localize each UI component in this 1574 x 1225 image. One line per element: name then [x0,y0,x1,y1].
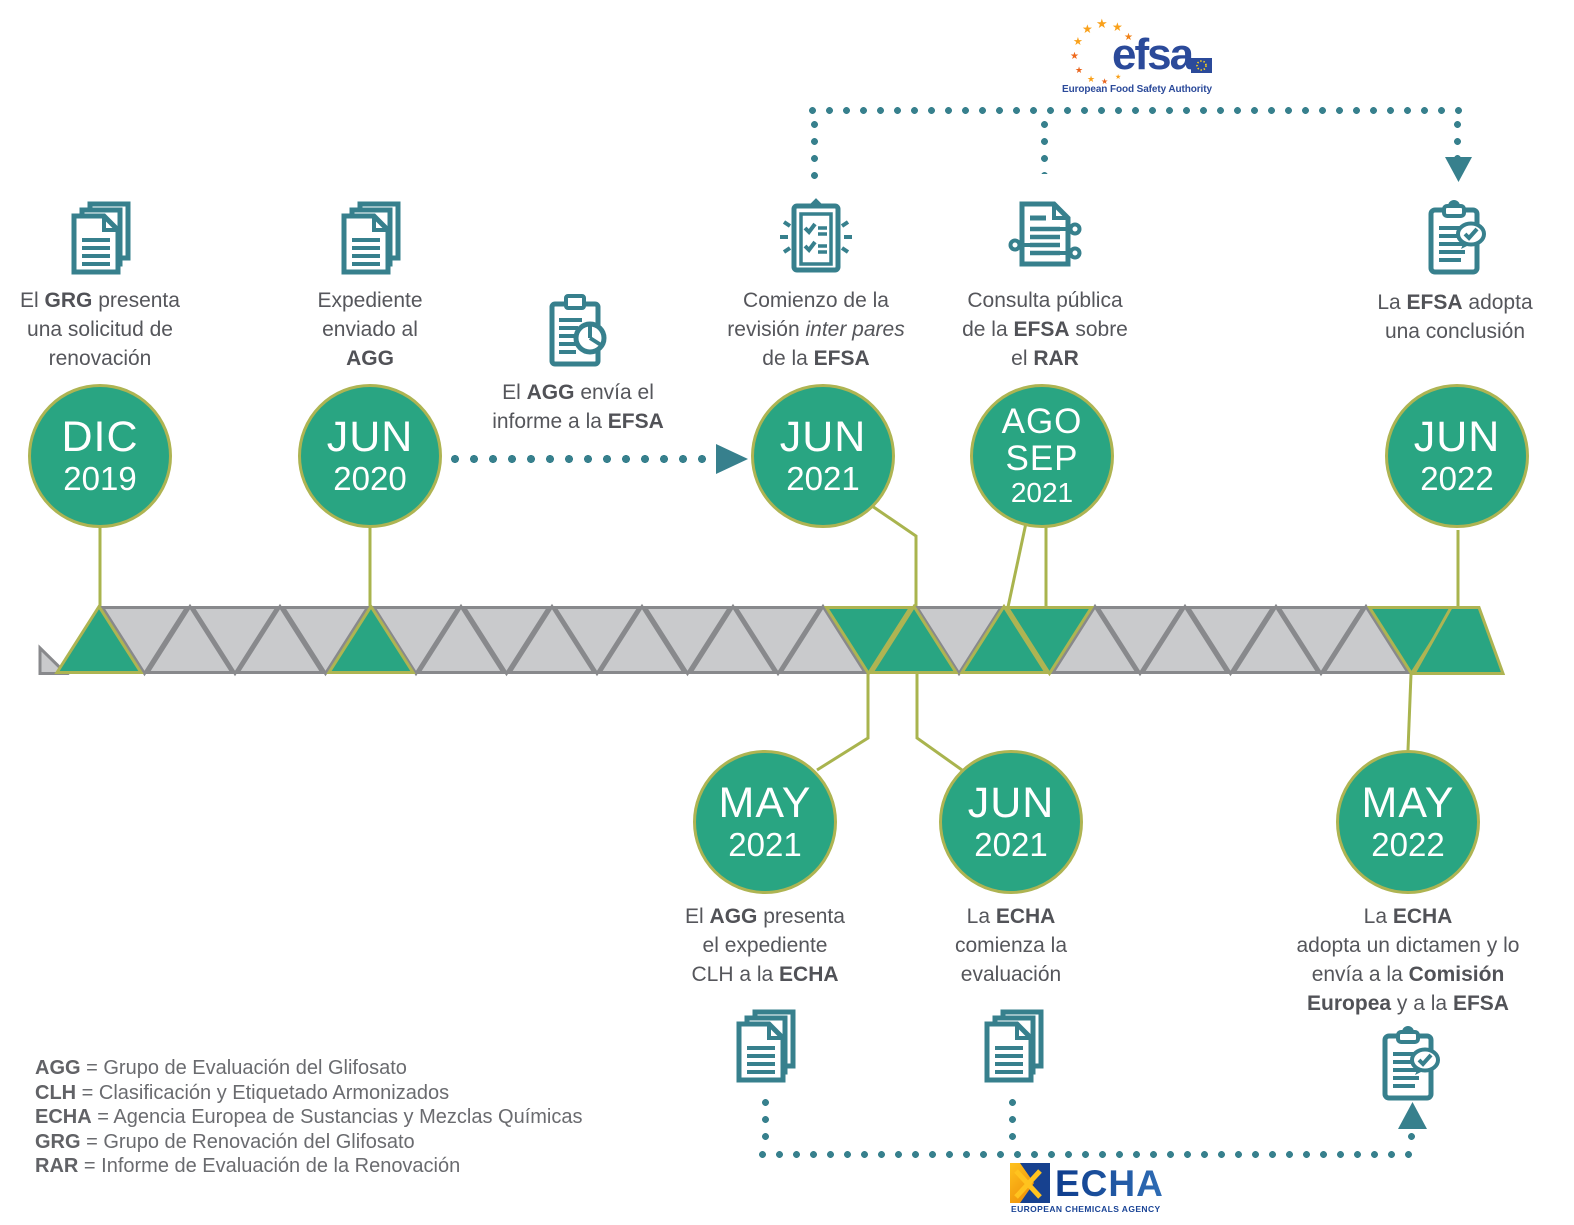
efsa-tagline: European Food Safety Authority [1062,84,1212,95]
year-label: 2019 [63,459,137,497]
eu-flag-icon [1191,58,1212,73]
documents-stack-icon [334,200,410,284]
echa-tagline: EUROPEAN CHEMICALS AGENCY [1011,1204,1161,1214]
efsa-logo: ★ ★ ★ ★ ★ ★ ★ ★ ★ ★ efsa European Food S… [1060,12,1230,98]
echa-dotted-line-horizontal [758,1150,1418,1159]
year-label: 2022 [1371,825,1445,863]
clipboard-approved-icon [1379,1024,1443,1104]
triangle-strip [38,603,1506,677]
month-label: JUN [326,412,414,461]
date-circle-may-2022: MAY 2022 [1336,750,1480,894]
month-label: JUN [1413,412,1501,461]
echa-logo: ECHA EUROPEAN CHEMICALS AGENCY [1010,1162,1190,1216]
document-network-icon [1006,198,1086,278]
circle-connector-lines [98,504,1460,772]
month-label: AGO [1001,402,1083,441]
date-circle-may-2021: MAY 2021 [693,750,837,894]
efsa-dotted-drop-consultation [1040,120,1049,174]
efsa-dotted-line-horizontal [808,106,1464,115]
echa-dotted-rise-right [1407,1132,1416,1149]
year-label: 2021 [1010,477,1074,508]
echa-dotted-drop-left [761,1098,770,1150]
svg-text:★: ★ [1082,22,1093,36]
svg-text:★: ★ [1096,17,1108,32]
efsa-wordmark: efsa [1112,30,1195,79]
month-label: DIC [61,412,139,461]
year-label: 2021 [974,825,1048,863]
year-label: 2021 [786,459,860,497]
agg-to-efsa-dotted-line [450,454,718,464]
svg-text:★: ★ [1075,66,1083,76]
year-label: 2021 [728,825,802,863]
svg-text:★: ★ [1073,35,1083,48]
svg-text:★: ★ [1101,77,1108,86]
date-circle-jun-2021-top: JUN 2021 [751,384,895,528]
echa-wordmark: ECHA [1055,1163,1164,1204]
documents-stack-icon [64,200,140,284]
date-circle-ago-sep-2021: AGO SEP 2021 [970,384,1114,528]
date-circle-dic-2019: DIC 2019 [28,384,172,528]
svg-text:★: ★ [1115,73,1121,81]
clipboard-checklist-icon [776,198,856,276]
date-circle-jun-2021-bottom: JUN 2021 [939,750,1083,894]
clipboard-approved-icon [1425,198,1489,278]
date-circle-jun-2022: JUN 2022 [1385,384,1529,528]
documents-stack-icon [977,1008,1053,1092]
echa-dotted-drop-middle [1008,1098,1017,1150]
svg-text:★: ★ [1124,32,1133,43]
efsa-dotted-drop-peer-review [810,120,819,182]
svg-text:★: ★ [1087,75,1095,85]
svg-text:★: ★ [1112,20,1123,34]
month-label: JUN [779,412,867,461]
year-label: 2020 [333,459,407,497]
efsa-dotted-drop-conclusion [1453,120,1462,158]
year-label: 2022 [1420,459,1494,497]
date-circle-jun-2020: JUN 2020 [298,384,442,528]
documents-stack-icon [729,1008,805,1092]
efsa-star-swirl: ★ ★ ★ ★ ★ ★ ★ ★ ★ ★ efsa European Food S… [1062,17,1212,95]
clipboard-chart-icon [546,292,612,370]
svg-text:★: ★ [1070,51,1079,62]
month-label: SEP [1005,439,1079,478]
month-label: MAY [1361,778,1455,827]
month-label: JUN [967,778,1055,827]
month-label: MAY [718,778,812,827]
